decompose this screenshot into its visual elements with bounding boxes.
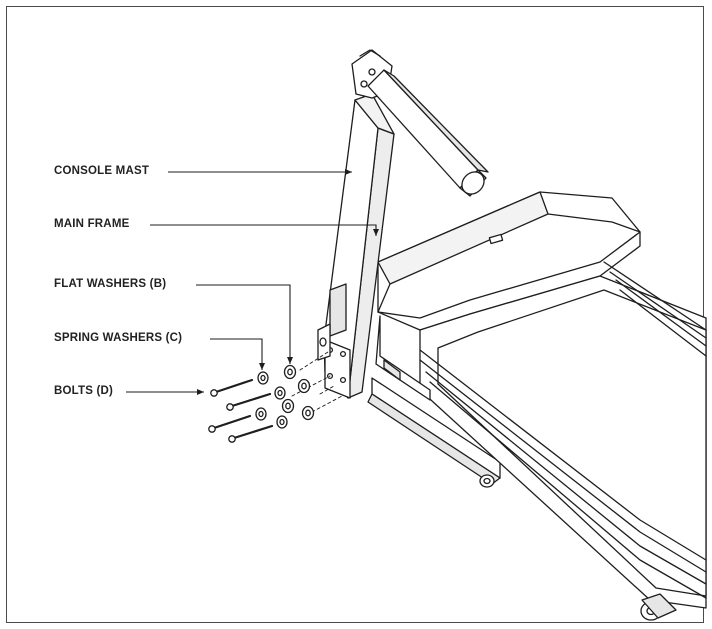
console-mast-label: CONSOLE MAST: [54, 165, 150, 177]
flat-washers-label: FLAT WASHERS (B): [54, 278, 167, 290]
hardware-set: [208, 351, 343, 443]
treadmill-deck: [375, 191, 707, 621]
main-frame-leader: [150, 224, 379, 236]
spring-washers-label: SPRING WASHERS (C): [54, 332, 183, 344]
base-side-rail: [367, 377, 501, 488]
flat-washers-leader: [196, 284, 293, 364]
main-frame-label: MAIN FRAME: [54, 218, 130, 230]
spring-washers-leader: [210, 338, 265, 370]
bolts-label: BOLTS (D): [54, 385, 114, 397]
console-mast: [317, 49, 489, 399]
